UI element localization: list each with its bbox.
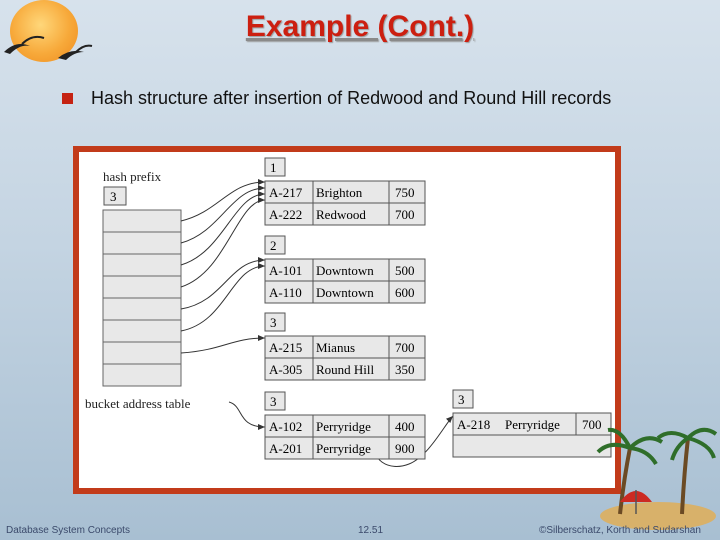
record-cell: A-101 [269,263,302,278]
figure-canvas: hash prefix 3 bucket address table [79,152,615,488]
record-cell: A-110 [269,285,302,300]
record-cell: Downtown [316,285,374,300]
pointer-arrows [180,179,454,467]
record-cell: A-218 [457,417,490,432]
record-cell: A-102 [269,419,302,434]
record-cell: Perryridge [316,441,371,456]
bucket-address-table [102,209,182,387]
record-cell: 700 [395,207,415,222]
bucket-3: 3 A-215 Mianus 700 A-305 Round Hill 350 [264,312,426,381]
record-cell: Round Hill [316,362,375,377]
bullet-text: Hash structure after insertion of Redwoo… [91,88,612,108]
bucket-depth: 3 [458,392,465,407]
record-cell: Downtown [316,263,374,278]
record-cell: 600 [395,285,415,300]
bucket-depth: 2 [270,238,277,253]
footer-copyright: ©Silberschatz, Korth and Sudarshan [539,525,701,536]
record-cell: 700 [395,340,415,355]
bullet-square-icon [62,93,73,104]
hash-prefix-value: 3 [110,189,117,204]
record-cell: A-217 [269,185,303,200]
record-cell: A-201 [269,441,302,456]
footer-course: Database System Concepts [6,525,130,536]
record-cell: 750 [395,185,415,200]
bucket-depth: 3 [270,315,277,330]
figure-frame: hash prefix 3 bucket address table [73,146,621,494]
hash-structure-diagram: hash prefix 3 bucket address table [85,157,612,467]
record-cell: 350 [395,362,415,377]
bullet-item: Hash structure after insertion of Redwoo… [62,88,611,109]
record-cell: A-222 [269,207,302,222]
record-cell: 900 [395,441,415,456]
bucket-table-label: bucket address table [85,396,191,411]
bucket-depth: 3 [270,394,277,409]
bucket-4: 3 A-102 Perryridge 400 A-201 Perryridge … [264,391,426,460]
bucket-1: 1 A-217 Brighton 750 A-222 Redwood 700 [264,157,426,226]
record-cell: 700 [582,417,602,432]
bucket-5: 3 A-218 Perryridge 700 [452,389,612,458]
record-cell: 400 [395,419,415,434]
footer-page-number: 12.51 [358,525,384,536]
slide-title: Example (Cont.) [245,10,475,43]
bucket-depth: 1 [270,160,277,175]
hash-prefix-label: hash prefix [103,169,162,184]
sun-logo [10,0,78,62]
record-cell: Perryridge [316,419,371,434]
birds-icon [4,35,93,60]
record-cell: A-305 [269,362,302,377]
record-cell: 500 [395,263,415,278]
record-cell: Mianus [316,340,355,355]
record-cell: A-215 [269,340,302,355]
record-cell: Brighton [316,185,363,200]
hash-prefix-box [103,186,127,206]
record-cell: Redwood [316,207,366,222]
palm-island-icon [596,427,718,530]
record-cell: Perryridge [505,417,560,432]
bucket-2: 2 A-101 Downtown 500 A-110 Downtown 600 [264,235,426,304]
